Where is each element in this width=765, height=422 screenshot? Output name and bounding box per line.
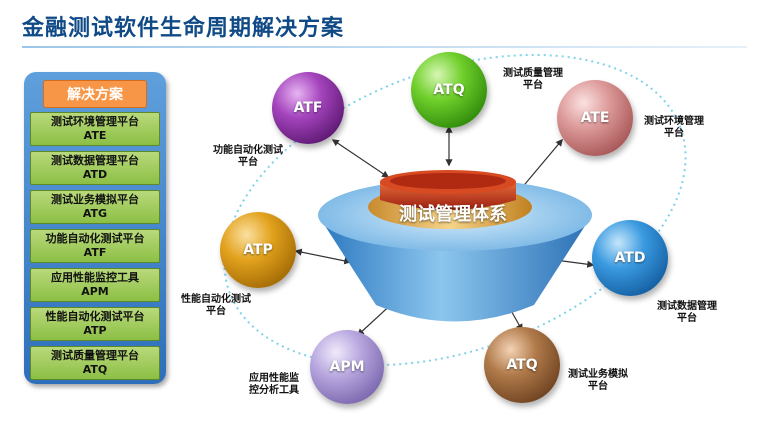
panel-item-code: ATD bbox=[82, 168, 108, 181]
atq-top-sphere[interactable]: ATQ bbox=[411, 52, 487, 128]
atq-bottom-caption: 测试业务模拟平台 bbox=[568, 369, 628, 392]
atf-caption: 功能自动化测试平台 bbox=[213, 145, 283, 168]
apm-sphere[interactable]: APM bbox=[310, 330, 384, 404]
panel-item-atd[interactable]: 测试数据管理平台 ATD bbox=[30, 151, 160, 185]
panel-item-code: APM bbox=[81, 285, 109, 298]
panel-item-label: 测试环境管理平台 bbox=[51, 115, 139, 128]
panel-item-atg[interactable]: 测试业务模拟平台 ATG bbox=[30, 190, 160, 224]
apm-label: APM bbox=[329, 359, 365, 375]
panel-item-code: ATF bbox=[83, 246, 107, 259]
panel-header: 解决方案 bbox=[43, 80, 147, 108]
panel-item-code: ATG bbox=[82, 207, 108, 220]
atd-label: ATD bbox=[614, 250, 646, 266]
panel-item-atp[interactable]: 性能自动化测试平台 ATP bbox=[30, 307, 160, 341]
panel-item-atq[interactable]: 测试质量管理平台 ATQ bbox=[30, 346, 160, 380]
panel-item-label: 测试质量管理平台 bbox=[51, 349, 139, 362]
arrow-ate bbox=[519, 138, 563, 192]
arrow-atf bbox=[331, 139, 390, 178]
core-label: 测试管理体系 bbox=[399, 204, 507, 225]
panel-item-label: 功能自动化测试平台 bbox=[45, 232, 145, 245]
atp-sphere[interactable]: ATP bbox=[220, 212, 296, 288]
panel-item-code: ATP bbox=[83, 324, 107, 337]
atq-bottom-sphere[interactable]: ATQ bbox=[484, 327, 560, 403]
atf-sphere[interactable]: ATF bbox=[272, 72, 344, 144]
panel-item-label: 测试数据管理平台 bbox=[51, 154, 139, 167]
solution-panel: 解决方案 测试环境管理平台 ATE 测试数据管理平台 ATD 测试业务模拟平台 … bbox=[24, 72, 166, 384]
atq-top-caption: 测试质量管理平台 bbox=[503, 68, 563, 91]
ate-label: ATE bbox=[580, 110, 610, 126]
atd-caption: 测试数据管理平台 bbox=[657, 301, 717, 324]
panel-item-label: 测试业务模拟平台 bbox=[51, 193, 139, 206]
atp-label: ATP bbox=[243, 242, 273, 258]
panel-item-atf[interactable]: 功能自动化测试平台 ATF bbox=[30, 229, 160, 263]
panel-item-code: ATE bbox=[83, 129, 107, 142]
panel-item-ate[interactable]: 测试环境管理平台 ATE bbox=[30, 112, 160, 146]
atp-caption: 性能自动化测试平台 bbox=[181, 294, 251, 317]
atq-top-label: ATQ bbox=[433, 82, 465, 98]
panel-item-apm[interactable]: 应用性能监控工具 APM bbox=[30, 268, 160, 302]
ate-sphere[interactable]: ATE bbox=[557, 80, 633, 156]
ate-caption: 测试环境管理平台 bbox=[644, 116, 704, 139]
atd-sphere[interactable]: ATD bbox=[592, 220, 668, 296]
orbit-ring bbox=[223, 53, 687, 367]
panel-item-label: 性能自动化测试平台 bbox=[45, 310, 145, 323]
title-divider bbox=[22, 46, 747, 48]
arrow-atp bbox=[294, 248, 352, 265]
page-title: 金融测试软件生命周期解决方案 bbox=[22, 16, 345, 41]
atf-label: ATF bbox=[293, 100, 323, 116]
panel-item-label: 应用性能监控工具 bbox=[51, 271, 139, 284]
panel-item-code: ATQ bbox=[82, 363, 108, 376]
atq-bottom-label: ATQ bbox=[506, 357, 538, 373]
apm-caption: 应用性能监控分析工具 bbox=[249, 373, 299, 396]
